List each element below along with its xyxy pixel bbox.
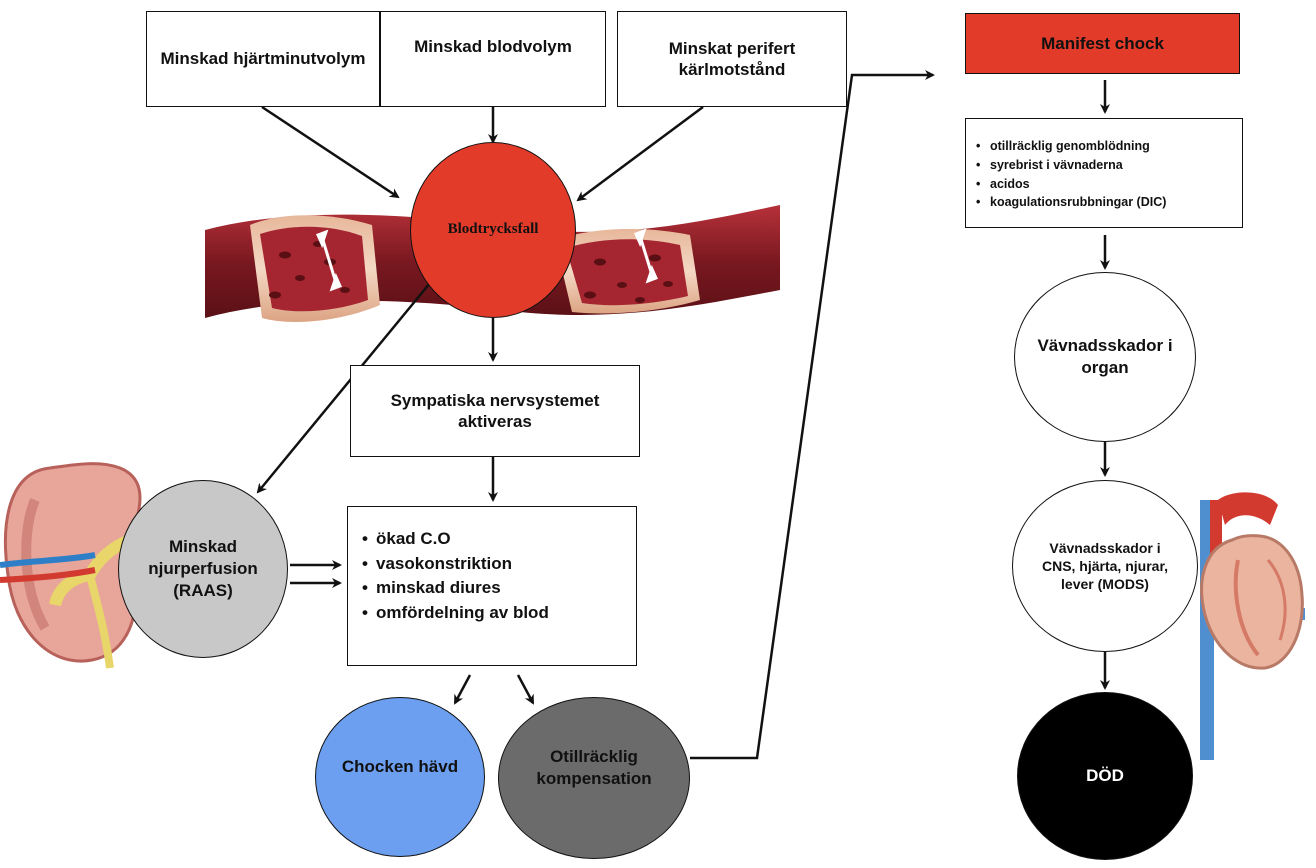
list-item: vasokonstriktion	[360, 552, 626, 577]
node-blood-pressure-drop: Blodtrycksfall	[410, 142, 576, 318]
list-manifest-effects: otillräcklig genomblödning syrebrist i v…	[974, 137, 1234, 212]
list-item: omfördelning av blod	[360, 601, 626, 626]
list-item: minskad diures	[360, 576, 626, 601]
heart-illustration	[1200, 492, 1305, 760]
arrow-drop-to-kidney	[256, 282, 431, 494]
label-death: DÖD	[1086, 765, 1124, 785]
label-shock-reversed: Chocken hävd	[341, 756, 459, 776]
arrow-insufficient-to-manifest	[690, 70, 935, 760]
list-item: ökad C.O	[360, 527, 626, 552]
node-tissue-damage-mods: Vävnadsskador i CNS, hjärta, njurar, lev…	[1012, 480, 1198, 652]
flow-arrows	[256, 70, 1110, 760]
label-reduced-renal-perfusion: Minskad njurperfusion (RAAS)	[148, 536, 258, 601]
label-blood-pressure-drop: Blodtrycksfall	[447, 221, 539, 238]
list-item: otillräcklig genomblödning	[974, 137, 1234, 156]
node-insufficient-compensation: Otillräcklig kompensation	[498, 697, 690, 859]
arrow-effects-to-reversed	[453, 674, 472, 705]
label-tissue-damage-organs: Vävnadsskador i organ	[1037, 335, 1173, 377]
arrow-cardiac-output-to-drop	[261, 105, 400, 199]
label-sympathetic-activation: Sympatiska nervsystemet aktiveras	[390, 390, 600, 431]
arrow-resistance-to-drop	[576, 105, 704, 202]
box-compensation-effects: ökad C.O vasokonstriktion minskad diures…	[347, 506, 637, 666]
arrow-effects-to-insufficient	[516, 674, 535, 705]
box-sympathetic-activation: Sympatiska nervsystemet aktiveras	[350, 365, 640, 457]
list-compensation-effects: ökad C.O vasokonstriktion minskad diures…	[360, 527, 626, 626]
label-reduced-blood-volume: Minskad blodvolym	[414, 37, 572, 56]
box-reduced-cardiac-output: Minskad hjärtminutvolym	[146, 11, 380, 107]
node-tissue-damage-organs: Vävnadsskador i organ	[1014, 272, 1196, 442]
box-reduced-peripheral-resistance: Minskat perifert kärlmotstånd	[617, 11, 847, 107]
box-manifest-effects: otillräcklig genomblödning syrebrist i v…	[965, 118, 1243, 228]
node-shock-reversed: Chocken hävd	[315, 697, 485, 857]
box-reduced-blood-volume: Minskad blodvolym	[380, 11, 606, 107]
label-insufficient-compensation: Otillräcklig kompensation	[536, 746, 652, 788]
list-item: koagulationsrubbningar (DIC)	[974, 193, 1234, 212]
node-reduced-renal-perfusion: Minskad njurperfusion (RAAS)	[118, 480, 288, 658]
label-manifest-shock: Manifest chock	[1041, 33, 1164, 53]
node-death: DÖD	[1017, 692, 1193, 860]
label-tissue-damage-mods: Vävnadsskador i CNS, hjärta, njurar, lev…	[1041, 539, 1169, 593]
box-manifest-shock: Manifest chock	[965, 13, 1240, 74]
list-item: acidos	[974, 175, 1234, 194]
kidney-illustration	[0, 462, 142, 669]
list-item: syrebrist i vävnaderna	[974, 156, 1234, 175]
label-reduced-peripheral-resistance: Minskat perifert kärlmotstånd	[668, 38, 796, 79]
label-reduced-cardiac-output: Minskad hjärtminutvolym	[160, 49, 366, 69]
